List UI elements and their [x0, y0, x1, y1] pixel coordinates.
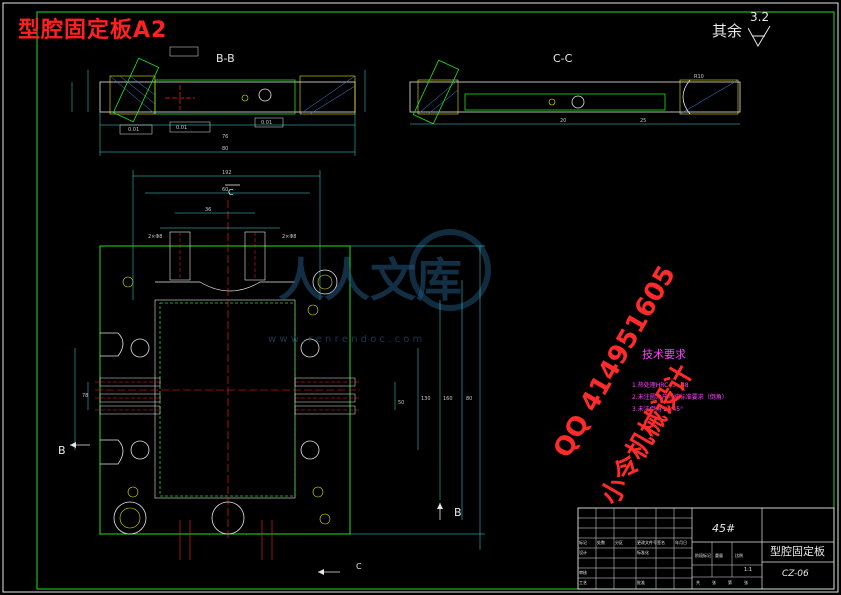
plan-view — [70, 170, 485, 575]
tb-cell-0: 标记 — [579, 540, 587, 545]
tb-cell-6: 设计 — [579, 550, 587, 555]
dim-bb-tol-c: 0.01 — [128, 127, 140, 133]
dim-hole-right: 2×Φ8 — [282, 234, 297, 240]
inner-border — [36, 11, 835, 590]
tb-cell-10: 批准 — [637, 580, 645, 585]
tech-requirements-heading: 技术要求 — [642, 348, 686, 361]
tb-cell-4: 签名 — [657, 540, 665, 545]
dim-bb-inner: 76 — [222, 134, 229, 140]
roughness-symbol-icon — [748, 26, 771, 47]
dim-cc-a: 20 — [560, 118, 567, 124]
tb-cell-15: 张 — [712, 580, 716, 585]
watermark-brand: 人人文库 — [278, 253, 462, 307]
dim-cc-b: 25 — [640, 118, 647, 124]
dim-bb-tol-a: 0.01 — [176, 125, 188, 131]
tb-cell-3: 更改文件号 — [637, 540, 657, 545]
title-block-grid — [577, 507, 835, 590]
tb-cell-12: 重量 — [715, 553, 723, 558]
tb-cell-9: 工艺 — [579, 580, 587, 585]
dim-side-b: 130 — [421, 396, 431, 402]
dim-bb-width: 80 — [222, 146, 229, 152]
section-cc-view — [409, 59, 741, 125]
dim-side-left: 78 — [82, 393, 89, 399]
tb-cell-13: 比例 — [735, 553, 743, 558]
tech-requirement-1: 1.热处理HRC43~48 — [632, 382, 689, 389]
tb-cell-16: 第 — [728, 580, 732, 585]
dim-side-d: 80 — [466, 396, 473, 402]
cut-label-b-left: B — [58, 444, 66, 457]
section-cc-label: C-C — [553, 52, 573, 65]
dim-hole-left: 2×Φ8 — [148, 234, 163, 240]
title-block-part-name: 型腔固定板 — [770, 545, 825, 558]
tb-cell-2: 分区 — [615, 540, 623, 545]
cut-label-c-bottom: C — [356, 562, 362, 571]
dim-top-slot: 36 — [205, 207, 212, 213]
cut-label-c-top: C — [228, 188, 234, 197]
tb-cell-1: 处数 — [597, 540, 605, 545]
tech-requirement-3: 3.未注倒角 2×45° — [632, 406, 684, 413]
tb-cell-17: 张 — [744, 580, 748, 585]
dim-side-a: 50 — [398, 400, 405, 406]
dim-bb-tol-b: 0.01 — [261, 120, 273, 126]
tb-cell-7: 标准化 — [637, 550, 649, 555]
section-bb-label: B-B — [216, 52, 235, 65]
tb-cell-11: 阶段标记 — [695, 553, 711, 558]
section-bb-view — [71, 46, 366, 156]
tech-requirement-2: 2.未注圆角尺寸按标准要求（倒角） — [632, 394, 728, 401]
dim-side-c: 160 — [443, 396, 453, 402]
watermark-url: w w w . r e n r e n d o c . c o m — [268, 334, 423, 345]
drawing-title: 型腔固定板A2 — [18, 18, 168, 43]
roughness-value: 3.2 — [750, 10, 770, 24]
title-block-material: 45# — [712, 522, 736, 535]
watermark-logo — [409, 229, 491, 311]
cut-label-b-right: B — [454, 506, 462, 519]
dim-top-width: 192 — [222, 170, 232, 176]
tb-cell-14: 共 — [696, 580, 700, 585]
title-block-scale: 1:1 — [744, 567, 753, 573]
dim-cc-r: R10 — [694, 74, 704, 80]
tb-cell-8: 审核 — [579, 570, 587, 575]
roughness-prefix: 其余 — [712, 22, 743, 40]
tb-cell-5: 年月日 — [675, 540, 687, 545]
title-block-drawing-no: CZ-06 — [782, 569, 809, 579]
dim-top-inner: 60 — [222, 187, 229, 193]
